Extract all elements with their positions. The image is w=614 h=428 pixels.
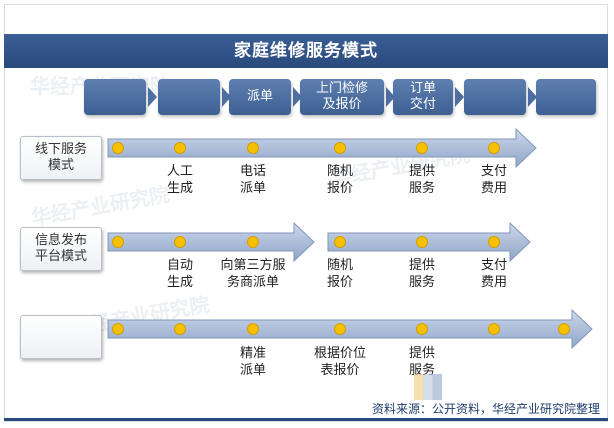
step-dot xyxy=(416,236,428,248)
step-label: 提供 服务 xyxy=(408,258,435,290)
step-label: 电话 派单 xyxy=(239,164,266,196)
step-7 xyxy=(536,79,596,115)
step-dot xyxy=(416,142,428,154)
step-dot xyxy=(488,236,500,248)
step-6 xyxy=(464,79,526,115)
diagram-frame xyxy=(4,4,608,422)
step-dot xyxy=(334,323,346,335)
step-dot xyxy=(112,236,124,248)
step-5: 订单 交付 xyxy=(393,79,453,115)
step-arrow xyxy=(148,87,157,107)
step-arrow xyxy=(386,87,395,107)
mode-box-offline: 线下服务 模式 xyxy=(20,136,102,180)
step-label: 自动 生成 xyxy=(166,258,193,290)
mode-box-platform xyxy=(20,315,102,359)
step-label: 随机 报价 xyxy=(326,164,353,196)
step-label: 支付 费用 xyxy=(480,258,507,290)
step-dot xyxy=(247,236,259,248)
bottom-rule xyxy=(4,418,608,421)
mode-box-info-platform: 信息发布 平台模式 xyxy=(20,227,102,271)
step-dot xyxy=(558,323,570,335)
step-dot xyxy=(174,323,186,335)
source-note: 资料来源：公开资料，华经产业研究院整理 xyxy=(371,402,600,416)
step-label: 提供 服务 xyxy=(408,164,435,196)
step-label: 向第三方服 务商派单 xyxy=(220,258,286,290)
step-2 xyxy=(158,79,220,115)
step-dot xyxy=(247,142,259,154)
step-dot xyxy=(247,323,259,335)
mode-1-arrow xyxy=(107,127,537,169)
step-label: 随机 报价 xyxy=(326,258,353,290)
step-label: 根据价位 表报价 xyxy=(313,346,366,378)
step-dot xyxy=(488,142,500,154)
step-arrow xyxy=(528,87,537,107)
diagram-title: 家庭维修服务模式 xyxy=(4,34,608,68)
mode-2-arrow-left xyxy=(107,221,315,263)
step-dot xyxy=(174,236,186,248)
step-dot xyxy=(112,323,124,335)
step-1 xyxy=(84,79,146,115)
step-dot xyxy=(334,236,346,248)
mode-3-arrow xyxy=(107,308,593,350)
step-label: 人工 生成 xyxy=(166,164,193,196)
step-dot xyxy=(112,142,124,154)
step-dot xyxy=(488,323,500,335)
mode-2-arrow-right xyxy=(327,221,531,263)
step-dot xyxy=(334,142,346,154)
step-dot xyxy=(416,323,428,335)
step-label: 支付 费用 xyxy=(480,164,507,196)
step-3: 派单 xyxy=(229,79,291,115)
step-arrow xyxy=(293,87,302,107)
step-dot xyxy=(174,142,186,154)
step-arrow xyxy=(222,87,231,107)
step-label: 精准 派单 xyxy=(239,346,266,378)
step-4: 上门检修 及报价 xyxy=(300,79,384,115)
watermark-logo xyxy=(414,374,442,400)
step-arrow xyxy=(455,87,464,107)
